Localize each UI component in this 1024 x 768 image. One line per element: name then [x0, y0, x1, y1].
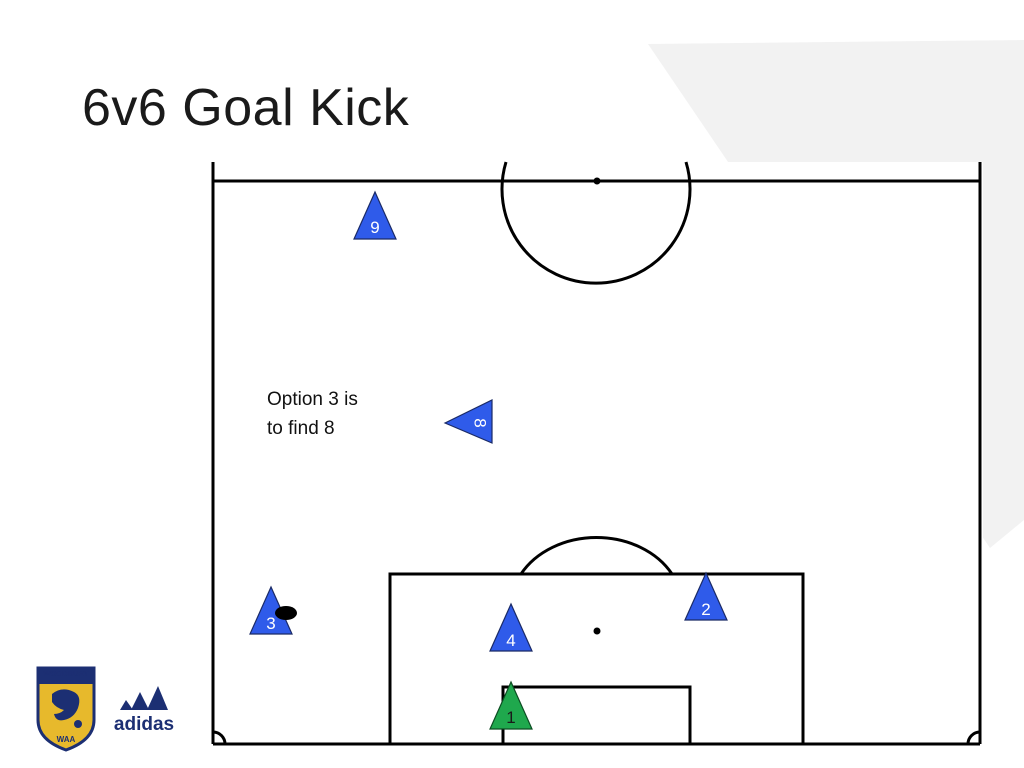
- center-circle: [500, 161, 692, 285]
- annotation-note: Option 3 is to find 8: [267, 385, 358, 443]
- club-crest-icon: WOODBURY SOCCER CLUB WAA: [36, 666, 96, 752]
- player-8: 8: [443, 399, 493, 444]
- club-initials: WAA: [57, 735, 76, 744]
- club-sub: SOCCER CLUB: [51, 679, 80, 684]
- player-2: 2: [684, 571, 728, 621]
- player-8-number: 8: [471, 418, 490, 427]
- player-9: 9: [353, 190, 397, 240]
- player-2-number: 2: [701, 600, 710, 619]
- corner-arc-right: [966, 730, 981, 745]
- annotation-line-2: to find 8: [267, 418, 335, 439]
- club-name: WOODBURY: [43, 669, 88, 678]
- griffin-icon: [52, 689, 80, 721]
- penalty-spot: [593, 627, 601, 635]
- player-9-number: 9: [370, 218, 379, 237]
- brand-name: adidas: [114, 714, 174, 734]
- annotation-line-1: Option 3 is: [267, 389, 358, 410]
- player-4: 4: [489, 602, 533, 652]
- center-spot: [593, 177, 601, 185]
- player-3-number: 3: [266, 614, 275, 633]
- brand-logo-icon: adidas: [114, 686, 174, 734]
- pitch-surface: [211, 162, 983, 746]
- penalty-box: [388, 572, 805, 744]
- ball-icon: [275, 606, 297, 620]
- player-4-number: 4: [506, 631, 515, 650]
- player-1-number: 1: [506, 708, 515, 727]
- corner-arc-left: [212, 730, 227, 745]
- player-1-goalkeeper: 1: [489, 680, 533, 730]
- slide-title: 6v6 Goal Kick: [82, 79, 410, 137]
- penalty-arc: [519, 536, 674, 575]
